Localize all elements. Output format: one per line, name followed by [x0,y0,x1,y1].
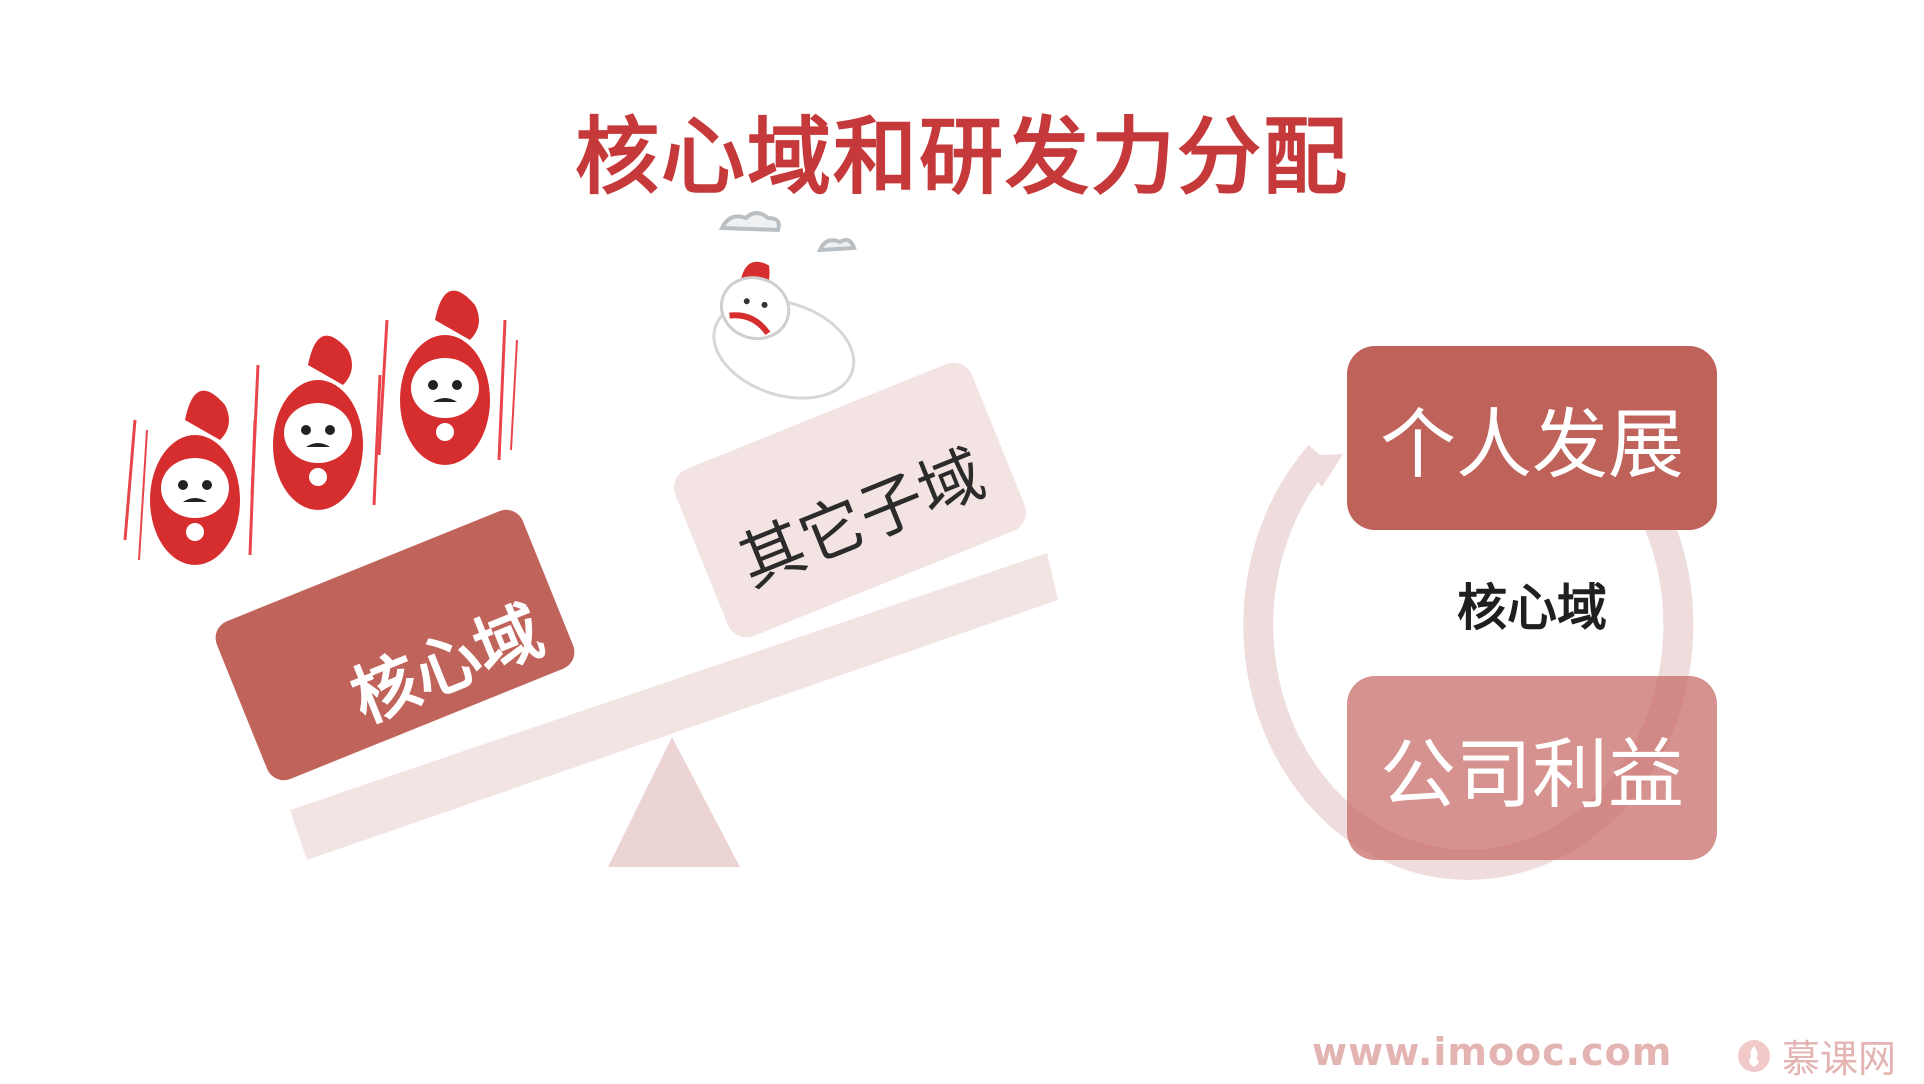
cloud-icon [718,211,857,253]
angry-mascot-icon [250,335,382,510]
company-interest-pill: 公司利益 [1347,676,1717,860]
cycle-center-label: 核心域 [1457,579,1607,637]
footer-url[interactable]: www.imooc.com [1312,1030,1673,1074]
page-title: 核心域和研发力分配 [574,108,1349,206]
footer-brand: 慕课网 [1736,1028,1896,1083]
relaxed-mascot-icon [712,261,856,400]
seesaw-fulcrum [608,737,740,867]
other-subdomain-box [673,362,1027,638]
seesaw-plank [290,553,1058,860]
imooc-logo-icon [1738,1039,1770,1072]
footer-brand-text: 慕课网 [1782,1037,1897,1081]
personal-growth-pill: 个人发展 [1347,346,1717,530]
angry-mascot-icon [123,390,257,565]
core-domain-box [215,509,575,781]
angry-mascot-icon [377,290,518,465]
